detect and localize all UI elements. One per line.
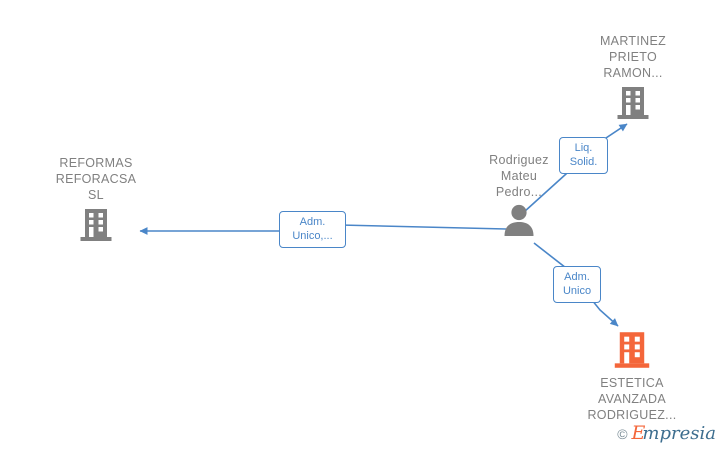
node-label-person: Rodriguez Mateu Pedro... — [489, 153, 549, 199]
watermark-brand-initial: E — [631, 422, 646, 444]
edge-label-liq-solid[interactable]: Liq. Solid. — [559, 137, 608, 174]
node-company-estetica-avanzada[interactable]: ESTETICA AVANZADA RODRIGUEZ... — [557, 330, 707, 423]
building-icon — [614, 332, 650, 368]
building-icon — [80, 209, 112, 241]
watermark-brand-rest: mpresia — [642, 423, 716, 444]
node-label-estetica: ESTETICA AVANZADA RODRIGUEZ... — [587, 376, 677, 422]
node-company-reformas-reforacsa[interactable]: REFORMAS REFORACSA SL — [21, 155, 171, 243]
watermark-empresia: © Empresia — [617, 424, 716, 444]
node-person-rodriguez-mateu[interactable]: Rodriguez Mateu Pedro... — [444, 152, 594, 237]
node-label-martinez: MARTINEZ PRIETO RAMON... — [599, 34, 667, 80]
person-icon — [504, 204, 534, 236]
node-label-reformas: REFORMAS REFORACSA SL — [55, 156, 137, 202]
node-company-martinez-prieto[interactable]: MARTINEZ PRIETO RAMON... — [558, 33, 708, 121]
edge-label-adm-unico-reformas[interactable]: Adm. Unico,... — [279, 211, 346, 248]
copyright-icon: © — [617, 426, 628, 442]
edge-label-adm-unico-estetica[interactable]: Adm. Unico — [553, 266, 601, 303]
building-icon — [617, 87, 649, 119]
